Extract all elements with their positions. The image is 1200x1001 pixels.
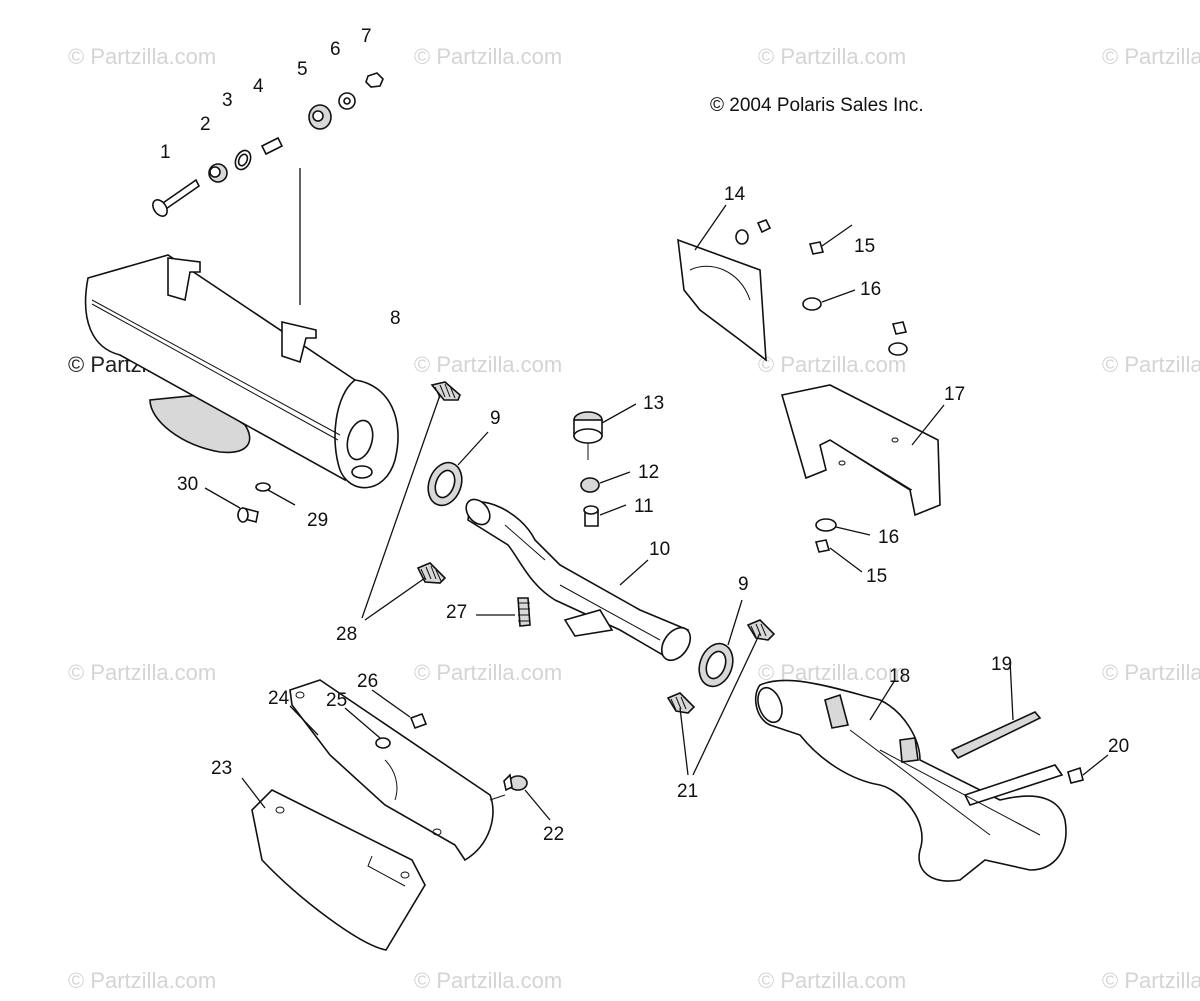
- bolt-part-14b[interactable]: [756, 218, 772, 234]
- mid-pipe-part-10[interactable]: [461, 495, 696, 666]
- callout-16-upper: 16: [860, 279, 881, 300]
- watermark: © Partzilla.com: [414, 660, 563, 685]
- bushing-part-2[interactable]: [208, 163, 228, 183]
- washer-part-14a[interactable]: [735, 229, 749, 245]
- mount-part-13[interactable]: [573, 411, 603, 460]
- washer-part-16-lower[interactable]: [815, 518, 837, 532]
- callout-19: 19: [991, 654, 1012, 675]
- callout-30: 30: [177, 474, 198, 495]
- callout-7: 7: [361, 26, 372, 47]
- shield-part-24[interactable]: [289, 679, 494, 862]
- watermark: © Partzilla.com: [68, 968, 217, 993]
- callout-5: 5: [297, 59, 308, 80]
- bolt-part-22[interactable]: [503, 773, 528, 792]
- callout-22: 22: [543, 824, 564, 845]
- watermark: © Partzilla.com: [414, 44, 563, 69]
- callout-1: 1: [160, 142, 171, 163]
- callout-25: 25: [326, 690, 347, 711]
- watermark: © Partzilla.com: [758, 968, 907, 993]
- gasket-part-19[interactable]: [950, 711, 1042, 760]
- callout-21: 21: [677, 781, 698, 802]
- ring-part-3[interactable]: [232, 148, 253, 172]
- callout-24: 24: [268, 688, 290, 709]
- nut-part-7[interactable]: [365, 72, 384, 88]
- sleeve-part-4[interactable]: [260, 136, 284, 156]
- shield-part-23[interactable]: [251, 789, 426, 951]
- callout-15-upper: 15: [854, 236, 875, 257]
- callout-8: 8: [390, 308, 401, 329]
- muffler-part-8[interactable]: [84, 254, 399, 489]
- callout-4: 4: [253, 76, 264, 97]
- bracket-part-17[interactable]: [780, 384, 941, 517]
- bolt-part-15-upper[interactable]: [808, 241, 825, 255]
- callout-3: 3: [222, 90, 233, 111]
- watermark: © Partzilla.com: [758, 44, 907, 69]
- spacer-part-11[interactable]: [583, 505, 599, 527]
- callout-6: 6: [330, 39, 341, 60]
- callout-15-lower: 15: [866, 566, 887, 587]
- washer-part-16-upper[interactable]: [802, 297, 822, 311]
- callout-9-upper: 9: [490, 408, 501, 429]
- callout-2: 2: [200, 114, 211, 135]
- watermark: © Partzilla.com: [414, 968, 563, 993]
- gasket-part-9-upper[interactable]: [422, 458, 467, 510]
- bolt-part-15-mid[interactable]: [891, 321, 908, 335]
- grommet-part-5[interactable]: [308, 104, 332, 130]
- stud-part-20[interactable]: [1067, 766, 1084, 784]
- heat-shield-part-14[interactable]: [677, 238, 767, 362]
- bolt-part-30[interactable]: [237, 507, 259, 523]
- callout-13: 13: [643, 393, 664, 414]
- copyright-notice: © 2004 Polaris Sales Inc.: [710, 95, 924, 116]
- watermark: © Partzilla.com: [414, 352, 563, 377]
- callout-26: 26: [357, 671, 378, 692]
- watermark: © Partzilla.com: [1102, 660, 1200, 685]
- nut-part-12[interactable]: [580, 477, 600, 493]
- callout-9-lower: 9: [738, 574, 749, 595]
- watermark: © Partzilla.com: [1102, 968, 1200, 993]
- watermark: © Partzilla.com: [68, 44, 217, 69]
- callout-12: 12: [638, 462, 659, 483]
- callout-20: 20: [1108, 736, 1129, 757]
- washer-part-25[interactable]: [375, 737, 391, 749]
- watermark: © Partzilla.com: [1102, 44, 1200, 69]
- spring-part-21-lower[interactable]: [666, 692, 696, 714]
- callout-27: 27: [446, 602, 467, 623]
- callout-17: 17: [944, 384, 965, 405]
- callout-11: 11: [634, 496, 654, 517]
- gasket-part-9-lower[interactable]: [693, 639, 738, 691]
- watermark: © Partzilla.com: [758, 352, 907, 377]
- spring-part-28-upper[interactable]: [430, 381, 461, 401]
- callout-23: 23: [211, 758, 232, 779]
- callout-18: 18: [889, 666, 910, 687]
- spring-part-21-upper[interactable]: [746, 619, 776, 641]
- callout-29: 29: [307, 510, 328, 531]
- bolt-part-26[interactable]: [409, 712, 428, 730]
- watermark: © Partzilla.com: [68, 660, 217, 685]
- head-pipe-part-18[interactable]: [754, 679, 1067, 882]
- grommet-part-29[interactable]: [255, 482, 271, 492]
- spring-part-27[interactable]: [517, 597, 531, 627]
- bolt-part-15-lower[interactable]: [814, 539, 831, 553]
- bolt-part-1[interactable]: [150, 178, 201, 219]
- washer-part-6[interactable]: [338, 92, 356, 110]
- callout-14: 14: [724, 184, 746, 205]
- watermark: © Partzilla.com: [1102, 352, 1200, 377]
- callout-28: 28: [336, 624, 357, 645]
- washer-part-16-mid[interactable]: [888, 342, 908, 356]
- callout-16-lower: 16: [878, 527, 899, 548]
- callout-10: 10: [649, 539, 670, 560]
